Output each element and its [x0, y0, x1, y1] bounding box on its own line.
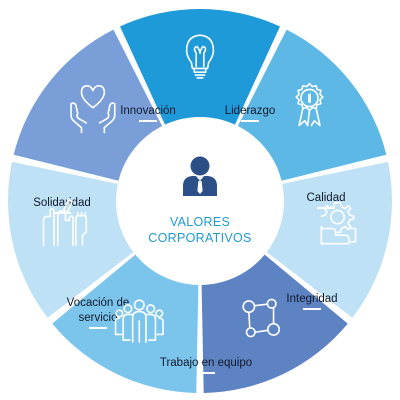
center-title-line2: CORPORATIVOS — [148, 231, 251, 245]
segment-trabajo-en-equipo — [52, 254, 199, 393]
heart-hands-icon — [70, 85, 116, 134]
segment-innovacion — [120, 9, 280, 125]
award-ribbon-icon — [295, 82, 324, 127]
raised-hands-icon — [42, 198, 88, 246]
segment-label-line: Calidad — [307, 192, 346, 204]
segment-vocacion-de-servicio — [7, 161, 134, 318]
segment-label-line: servicio — [79, 312, 118, 324]
segment-label-line: Innovación — [120, 105, 176, 117]
center-title-line1: VALORES — [170, 215, 230, 229]
segment-solidaridad — [13, 29, 163, 181]
segment-label-vocacion-de-servicio: Vocación de servicio — [67, 297, 130, 329]
segment-label-innovacion: Innovación — [120, 105, 176, 122]
icons-layer — [42, 34, 357, 343]
segment-liderazgo — [237, 29, 387, 181]
businessman-icon — [183, 156, 217, 196]
connected-nodes-icon — [242, 298, 281, 338]
segment-label-integridad: Integridad — [286, 293, 338, 310]
segment-label-trabajo-en-equipo: Trabajo en equipo — [160, 357, 252, 374]
segment-label-line: Vocación de — [67, 297, 130, 309]
segment-label-line: Integridad — [286, 293, 337, 305]
center-hub — [117, 118, 283, 284]
quality-gear-hand-icon — [320, 202, 357, 245]
segment-label-line: Liderazgo — [225, 105, 276, 117]
segment-label-line: Solidaridad — [33, 197, 91, 209]
segment-label-line: Trabajo en equipo — [160, 357, 252, 369]
lightbulb-icon — [185, 34, 215, 79]
segment-calidad — [266, 161, 393, 318]
team-people-icon — [114, 299, 164, 343]
segment-label-liderazgo: Liderazgo — [225, 105, 276, 122]
